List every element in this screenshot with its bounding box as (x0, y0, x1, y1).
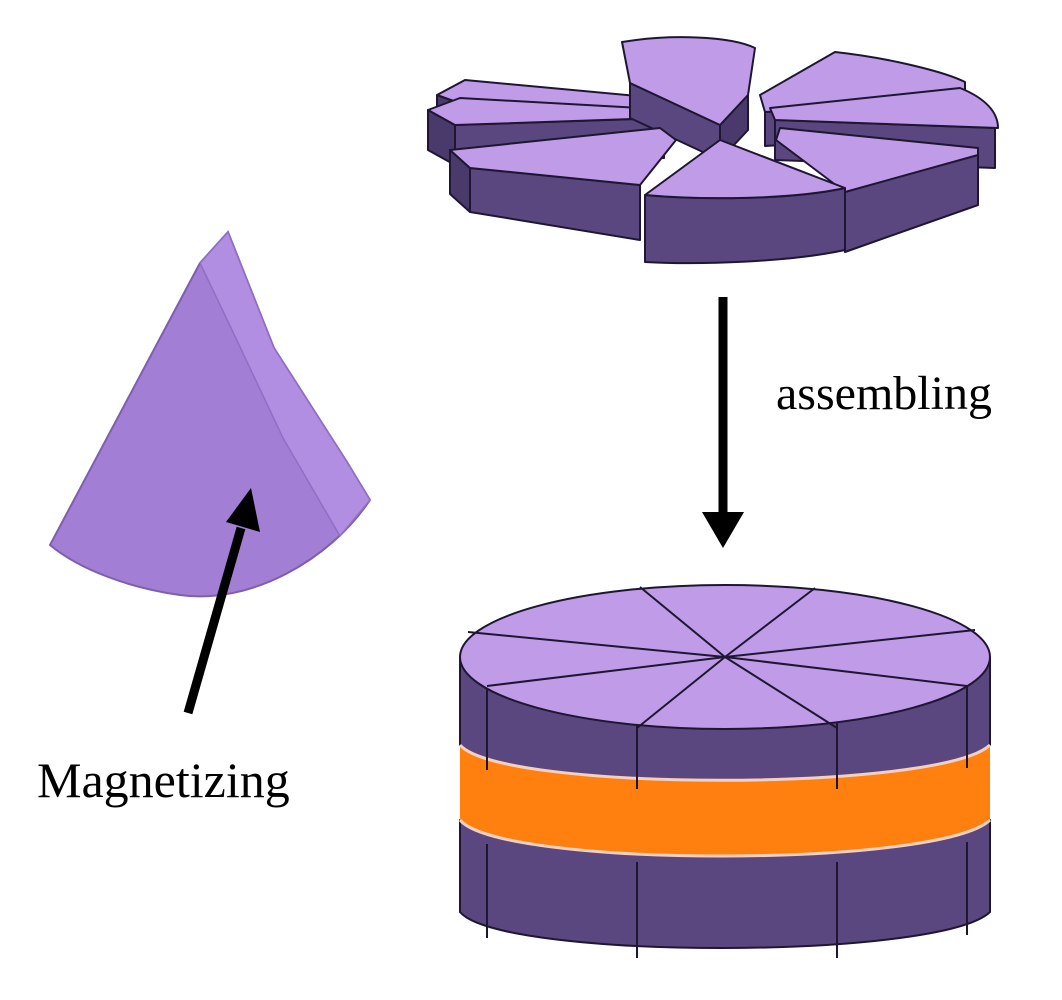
magnetizing-arrow-head (226, 488, 260, 532)
magnetizing-label: Magnetizing (37, 752, 290, 808)
assembling-arrow (702, 297, 744, 548)
spacer-ring (460, 745, 990, 856)
ring-segment (621, 36, 756, 161)
ring-segment (775, 127, 979, 253)
exploded-segment-ring (427, 36, 999, 265)
segment-side (199, 230, 371, 538)
ring-segment (644, 139, 846, 265)
assembling-arrow-head (702, 512, 744, 548)
assembled-magnet-stack (458, 584, 992, 958)
assembling-label: assembling (776, 367, 992, 420)
magnetizing-arrow-shaft (183, 526, 246, 715)
ring-segment (449, 127, 677, 241)
segment-face (48, 230, 372, 598)
single-magnet-segment (48, 230, 372, 715)
